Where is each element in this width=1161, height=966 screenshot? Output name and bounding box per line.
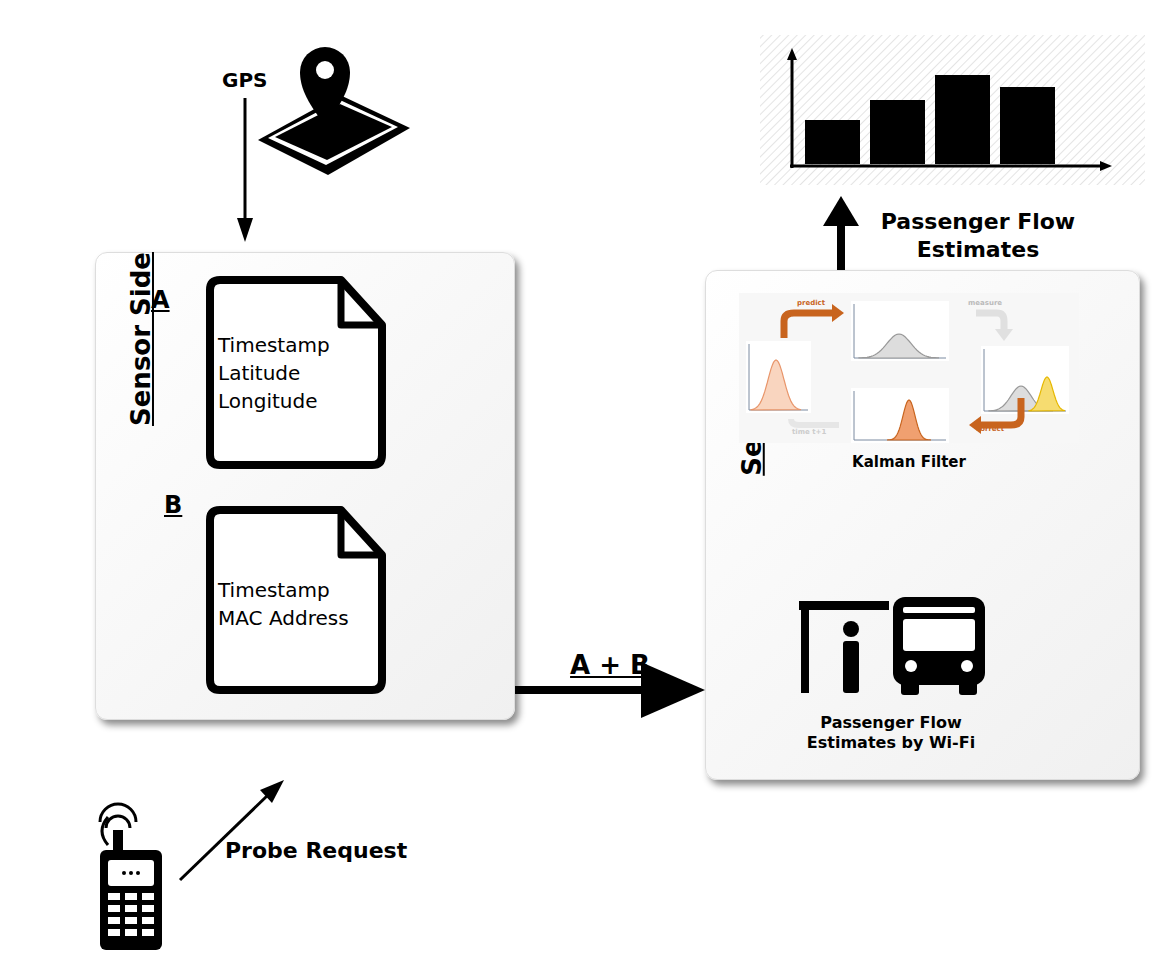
arrow-head <box>641 662 705 718</box>
edge-label: A + B <box>570 650 650 680</box>
illustration-caption: Kalman Filter <box>739 453 1079 471</box>
free-label: predict <box>797 299 825 307</box>
free-label: Probe Request <box>225 838 407 863</box>
side-title: Sensor Side <box>126 252 156 426</box>
bar-chart <box>760 35 1145 185</box>
document-outline <box>210 280 382 465</box>
free-label: time t+1 <box>792 428 826 436</box>
bus-stop-icon <box>771 591 1011 696</box>
document-fields: Timestamp Latitude Longitude <box>218 331 358 415</box>
document-letter: B <box>164 491 182 519</box>
side-panel: Sensor SideATimestamp Latitude Longitude… <box>95 252 515 720</box>
connector-line <box>515 686 645 694</box>
document-outline <box>210 510 382 690</box>
document-fields: Timestamp MAC Address <box>218 576 376 632</box>
free-label: GPS <box>222 68 267 92</box>
page-fold <box>341 510 382 555</box>
side-panel: Server SideKalman FilterPassenger Flow E… <box>705 270 1140 780</box>
free-label: measure <box>968 299 1002 307</box>
free-label: Passenger Flow Estimates <box>868 208 1088 264</box>
illustration-node: Passenger Flow Estimates by Wi-Fi <box>771 591 1011 761</box>
document-letter: A <box>151 286 170 314</box>
phone-icon <box>89 780 284 950</box>
free-label: correct <box>976 425 1004 433</box>
kalman-illustration <box>739 293 1079 443</box>
document-node: BTimestamp MAC Address <box>206 506 386 694</box>
illustration-node: Kalman Filter <box>739 293 1079 478</box>
page-fold <box>341 280 382 325</box>
document-node: ATimestamp Latitude Longitude <box>206 276 386 469</box>
illustration-caption: Passenger Flow Estimates by Wi-Fi <box>781 713 1001 753</box>
